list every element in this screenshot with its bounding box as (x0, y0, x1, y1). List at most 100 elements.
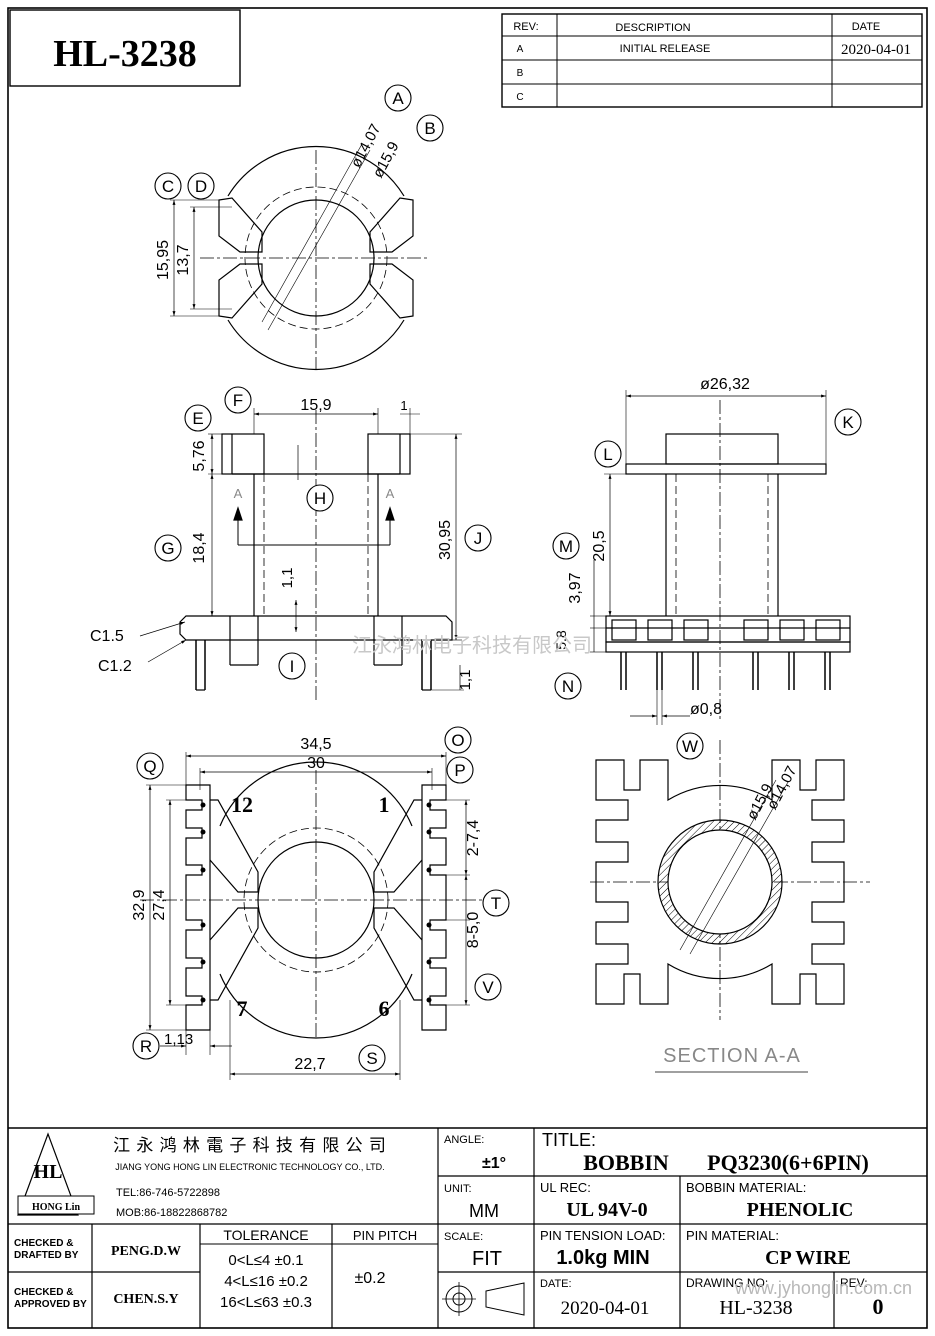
bottom-inner-width-dim: 22,7 (294, 1056, 325, 1073)
rev-label: REV: (840, 1276, 868, 1290)
callout-d: D (187, 172, 215, 200)
bottom-pitch-dim: 2-7,4 (465, 820, 482, 857)
section-marker-left: A (234, 486, 243, 501)
date-header: DATE (852, 21, 881, 33)
rev-a: A (517, 44, 524, 55)
pin-pitch-value: ±0.2 (354, 1270, 385, 1287)
callout-k: K (834, 408, 862, 436)
tolerance-row-3: 16<L≤63 ±0.3 (220, 1294, 312, 1311)
sheet-border (7, 7, 928, 1329)
chamfer-2-dim: C1.2 (98, 658, 132, 675)
watermark: 江永鸿林电子科技有限公司 (352, 634, 592, 657)
rev-a-date: 2020-04-01 (841, 42, 911, 58)
callout-label: D (195, 177, 207, 196)
callout-v: V (474, 973, 502, 1001)
bottom-group-gap-dim: 8-5,0 (465, 912, 482, 949)
callout-label: I (290, 657, 295, 676)
bottom-pins (200, 802, 432, 1003)
callout-label: M (559, 537, 573, 556)
bottom-pin-height-dim: 27,4 (151, 889, 168, 920)
side-view (590, 390, 851, 725)
company-name-en: JIANG YONG HONG LIN ELECTRONIC TECHNOLOG… (115, 1162, 384, 1172)
front-offset-dim: 1 (400, 398, 407, 413)
section-label: SECTION A-A (663, 1045, 801, 1067)
rev-c: C (516, 92, 523, 103)
rev-b: B (517, 68, 524, 79)
callout-r: R (132, 1032, 160, 1060)
tolerance-row-2: 4<L≤16 ±0.2 (224, 1273, 308, 1290)
unit-value: MM (469, 1201, 499, 1221)
bottom-total-height-dim: 32,9 (131, 889, 148, 920)
pin-material-value: CP WIRE (765, 1247, 851, 1269)
callout-w: W (676, 732, 704, 760)
callout-label: V (482, 978, 494, 997)
side-step-dim: 3,97 (567, 572, 584, 603)
angle-label: ANGLE: (444, 1134, 484, 1146)
callout-label: B (424, 119, 435, 138)
front-wall-dim: 1,1 (279, 568, 296, 589)
callout-label: L (603, 445, 612, 464)
approved-by: CHEN.S.Y (113, 1292, 178, 1307)
front-total-height-dim: 30,95 (437, 520, 454, 560)
top-width-outer-dim: 15,95 (155, 240, 172, 280)
front-slot-width-dim: 15,9 (300, 397, 331, 414)
callout-a: A (384, 84, 412, 112)
chamfer-1-dim: C1.5 (90, 628, 124, 645)
callout-label: J (474, 529, 483, 548)
date-value: 2020-04-01 (561, 1298, 650, 1319)
callout-q: Q (136, 752, 164, 780)
part-number: HL-3238 (53, 33, 197, 75)
section-view (590, 740, 870, 1073)
callout-label: K (842, 413, 854, 432)
callout-label: N (562, 677, 574, 696)
callout-n: N (554, 672, 582, 700)
rev-header: REV: (513, 21, 538, 33)
company-name-cn: 江 永 鸿 林 電 子 科 技 有 限 公 司 (113, 1136, 387, 1155)
callout-m: M (552, 532, 580, 560)
ul-label: UL REC: (540, 1180, 591, 1195)
checked-drafted-label-1: CHECKED & (14, 1238, 73, 1249)
pin-tension-value: 1.0kg MIN (556, 1247, 649, 1269)
pin-number-12: 12 (231, 792, 253, 817)
bottom-edge-dim: 1,13 (164, 1031, 193, 1048)
title-label: TITLE: (542, 1130, 596, 1150)
callout-label: T (491, 894, 501, 913)
drawing-no-value: HL-3238 (719, 1297, 792, 1319)
checked-approved-label-2: APPROVED BY (14, 1299, 87, 1310)
top-width-inner-dim: 13,7 (175, 244, 192, 275)
front-view (139, 408, 464, 700)
revision-table: REV: DESCRIPTION DATE A INITIAL RELEASE … (501, 13, 923, 108)
callout-l: L (594, 440, 622, 468)
callout-label: C (162, 177, 174, 196)
callout-j: J (464, 524, 492, 552)
front-pin-len-dim: 1,1 (457, 670, 474, 691)
bottom-pin-span-dim: 30 (307, 755, 325, 772)
callout-label: A (392, 89, 404, 108)
callout-h: H (306, 484, 334, 512)
callout-e: E (184, 404, 212, 432)
side-base-dim: 5,8 (553, 630, 569, 650)
tolerance-row-1: 0<L≤4 ±0.1 (228, 1252, 303, 1269)
checked-approved-label-1: CHECKED & (14, 1287, 73, 1298)
description-header: DESCRIPTION (615, 22, 690, 34)
pin-number-6: 6 (379, 996, 390, 1021)
scale-label: SCALE: (444, 1231, 483, 1243)
side-flange-dia-dim: ø26,32 (700, 376, 750, 393)
drafted-by: PENG.D.W (111, 1244, 181, 1259)
callout-label: R (140, 1037, 152, 1056)
company-mob: MOB:86-18822868782 (116, 1207, 227, 1219)
side-height-dim: 20,5 (591, 530, 608, 561)
callout-label: P (454, 761, 465, 780)
title-part1: BOBBIN (583, 1150, 669, 1175)
callout-label: F (233, 391, 243, 410)
bobbin-material-label: BOBBIN MATERIAL: (686, 1180, 806, 1195)
tolerance-label: TOLERANCE (223, 1227, 308, 1243)
part-number-box: HL-3238 (9, 9, 241, 87)
company-logo-mark: HL (34, 1161, 63, 1183)
bobbin-material-value: PHENOLIC (747, 1199, 854, 1221)
callout-label: G (161, 539, 174, 558)
callout-i: I (278, 652, 306, 680)
company-tel: TEL:86-746-5722898 (116, 1187, 220, 1199)
rev-value: 0 (873, 1294, 884, 1319)
